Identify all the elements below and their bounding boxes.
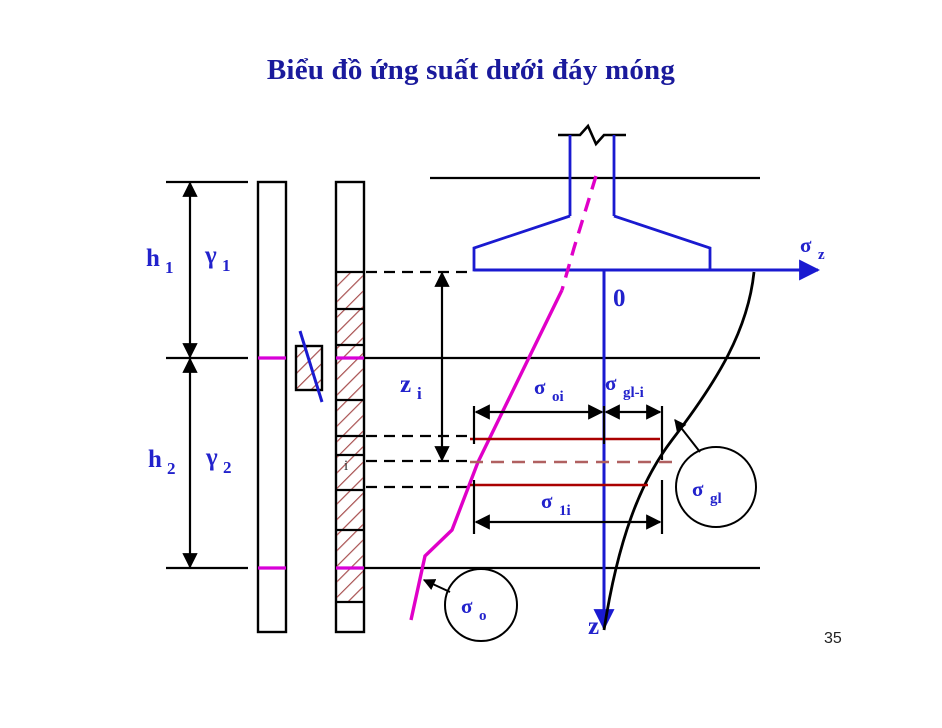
sigma-o-curve — [409, 175, 598, 621]
label-sigma-gl-i-base: σ — [605, 371, 617, 395]
label-gamma1: γ 1 — [204, 242, 231, 275]
label-sigma-1i-base: σ — [541, 489, 553, 513]
sigma-o-dashed-segment — [560, 175, 598, 291]
label-h2-base: h — [148, 446, 162, 473]
borehole-column-left — [256, 180, 288, 634]
detail-element-box — [294, 330, 324, 403]
detail-diagonal-line — [298, 330, 324, 403]
label-zi-base: z — [400, 371, 411, 398]
dimension-lines-left — [166, 180, 248, 570]
foundation-structure — [472, 123, 712, 272]
label-sigma-gl-callout-base: σ — [692, 477, 704, 501]
label-sigma-z-subscript: z — [818, 247, 825, 263]
label-sigma-oi: σ oi — [534, 375, 564, 405]
label-h2-subscript: 2 — [167, 459, 176, 478]
label-h1-subscript: 1 — [165, 258, 174, 277]
label-h2: h 2 — [148, 446, 176, 478]
label-sigma-o-callout-base: σ — [461, 594, 473, 618]
label-h1-base: h — [146, 245, 160, 272]
label-gamma2-subscript: 2 — [223, 458, 232, 477]
label-gamma2: γ 2 — [205, 444, 232, 477]
callout-sigma-o: σ o — [422, 568, 518, 642]
callout-sigma-gl-circle — [675, 446, 757, 528]
label-gamma2-base: γ — [205, 444, 218, 471]
label-sigma-gl-i-subscript: gl-i — [623, 385, 644, 401]
label-origin-zero: 0 — [613, 285, 626, 312]
page-number: 35 — [824, 630, 842, 647]
footing-outline — [472, 214, 712, 272]
callout-sigma-o-circle — [444, 568, 518, 642]
label-sigma-1i: σ 1i — [541, 489, 571, 519]
sigma-gl-curve — [602, 271, 756, 631]
label-z-axis: z — [588, 613, 599, 640]
label-zi-subscript: i — [417, 384, 422, 403]
sigma-o-solid-segment — [409, 289, 564, 621]
label-sigma-z: σ z — [800, 233, 825, 263]
label-sigma-gl-i: σ gl-i — [605, 371, 644, 401]
label-sigma-oi-base: σ — [534, 375, 546, 399]
label-gamma1-subscript: 1 — [222, 256, 231, 275]
callout-sigma-o-leader — [422, 579, 451, 593]
element-stress-bars — [470, 437, 672, 487]
label-sigma-z-base: σ — [800, 233, 812, 257]
stress-axes — [474, 259, 821, 631]
callout-sigma-gl-leader — [674, 419, 701, 453]
page-title: Biểu đồ ứng suất dưới đáy móng — [266, 54, 676, 86]
sigma-1i-dimension — [472, 480, 664, 534]
callout-sigma-gl: σ gl — [674, 419, 757, 528]
label-gamma1-base: γ — [204, 242, 217, 269]
label-h1: h 1 — [146, 245, 174, 277]
label-sigma-oi-subscript: oi — [552, 389, 564, 405]
break-symbol — [558, 123, 626, 147]
soil-column — [334, 180, 366, 634]
label-sigma-o-callout-subscript: o — [479, 608, 487, 624]
label-element-i: i — [344, 458, 348, 474]
sigma-oi-dimension — [472, 404, 664, 460]
label-sigma-1i-subscript: 1i — [559, 503, 571, 519]
label-sigma-gl-callout-subscript: gl — [710, 491, 722, 507]
label-zi: z i — [400, 371, 422, 403]
